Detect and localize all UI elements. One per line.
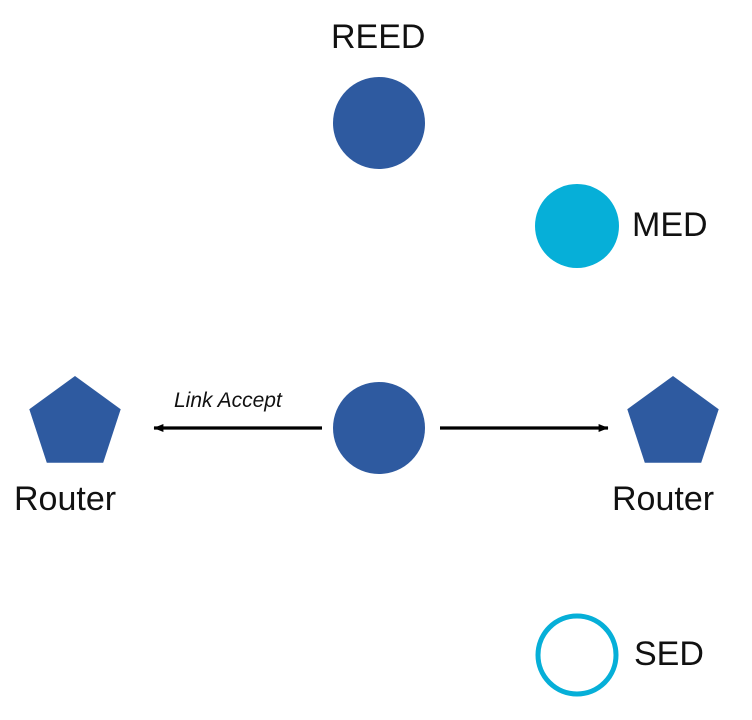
node-label-router-right: Router [612, 480, 715, 518]
node-label-reed: REED [331, 18, 426, 56]
node-reed-circle[interactable] [333, 77, 425, 169]
node-group [29, 77, 719, 697]
node-med-circle[interactable] [535, 184, 619, 268]
node-label-med: MED [632, 206, 708, 244]
node-label-router-left: Router [14, 480, 117, 518]
node-leader-circle[interactable] [333, 382, 425, 474]
node-router-right-pentagon[interactable] [627, 376, 719, 463]
node-label-sed: SED [634, 635, 704, 673]
node-sed-circle-outline[interactable] [535, 613, 619, 697]
node-router-left-pentagon[interactable] [29, 376, 121, 463]
edge-label-link-accept: Link Accept [174, 389, 282, 412]
